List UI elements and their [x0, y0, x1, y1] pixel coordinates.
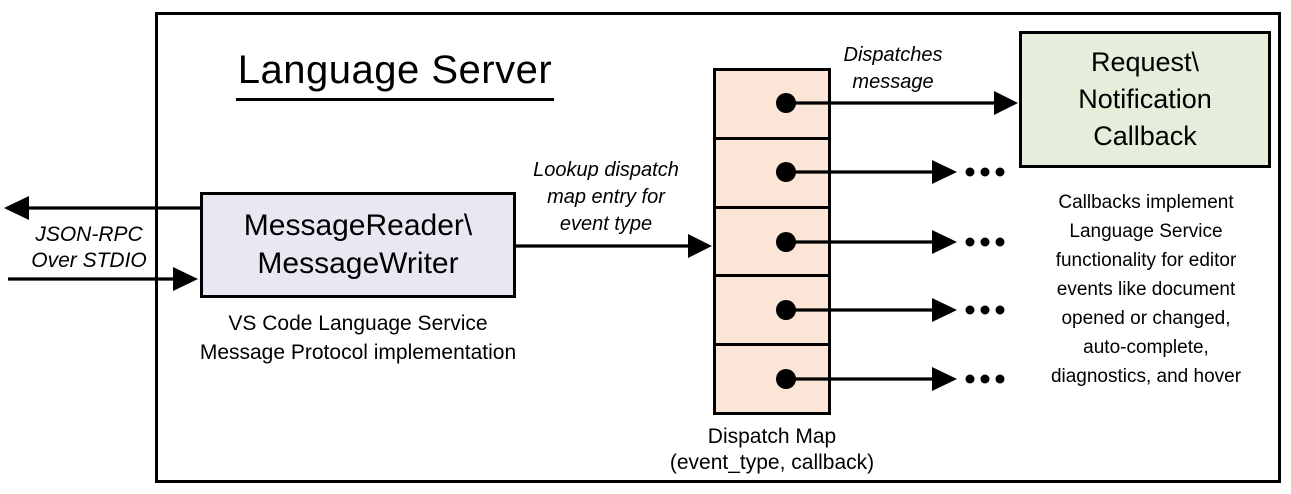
- request-notification-callback-box: Request\ Notification Callback: [1019, 31, 1271, 168]
- reader-caption: VS Code Language Service Message Protoco…: [177, 309, 539, 367]
- dispatches-message-label: Dispatches message: [823, 42, 963, 96]
- dispatch-map-label-line1: Dispatch Map: [707, 425, 837, 448]
- reader-caption-line2: Message Protocol implementation: [199, 341, 517, 364]
- diagram-title-text: Language Server: [235, 48, 555, 101]
- callbacks-note-line7: diagnostics, and hover: [1050, 366, 1242, 387]
- dispatches-label-line2: message: [852, 71, 934, 93]
- callback-box-line2: Notification: [1078, 84, 1212, 114]
- dispatches-label-line1: Dispatches: [843, 44, 943, 66]
- callback-box-line1: Request\: [1090, 47, 1200, 77]
- callbacks-note-line1: Callbacks implement: [1058, 192, 1234, 213]
- lookup-label-line3: event type: [559, 213, 653, 235]
- dispatch-map-label: Dispatch Map (event_type, callback): [648, 424, 896, 476]
- json-rpc-stdio-label: JSON-RPC Over STDIO: [10, 222, 168, 274]
- callback-box-line3: Callback: [1093, 121, 1197, 151]
- dispatch-cell: [716, 209, 828, 278]
- callbacks-note-line2: Language Service: [1069, 221, 1223, 242]
- callbacks-note-line3: functionality for editor: [1055, 250, 1237, 271]
- json-rpc-label-line1: JSON-RPC: [35, 223, 143, 246]
- reader-box-line2: MessageWriter: [257, 247, 459, 280]
- message-reader-writer-box: MessageReader\ MessageWriter: [200, 192, 516, 298]
- callbacks-note-line5: opened or changed,: [1061, 308, 1231, 329]
- callbacks-note: Callbacks implement Language Service fun…: [1011, 188, 1281, 391]
- callbacks-note-line4: events like document: [1056, 279, 1236, 300]
- dispatch-cell: [716, 277, 828, 347]
- dispatch-map-label-line2: (event_type, callback): [669, 451, 875, 474]
- reader-box-line1: MessageReader\: [243, 209, 473, 242]
- callbacks-note-line6: auto-complete,: [1083, 337, 1209, 358]
- lookup-label-line2: map entry for: [547, 186, 665, 208]
- dispatch-cell: [716, 346, 828, 412]
- language-server-boundary: [155, 12, 1281, 483]
- dispatch-map: [713, 68, 831, 415]
- stdout-arrowhead: [4, 196, 29, 220]
- lookup-label-line1: Lookup dispatch: [533, 159, 679, 181]
- lookup-dispatch-label: Lookup dispatch map entry for event type: [515, 157, 697, 238]
- diagram-title: Language Server: [200, 48, 590, 101]
- json-rpc-label-line2: Over STDIO: [31, 249, 147, 272]
- reader-caption-line1: VS Code Language Service: [228, 312, 488, 335]
- dispatch-cell: [716, 140, 828, 209]
- dispatch-cell: [716, 71, 828, 140]
